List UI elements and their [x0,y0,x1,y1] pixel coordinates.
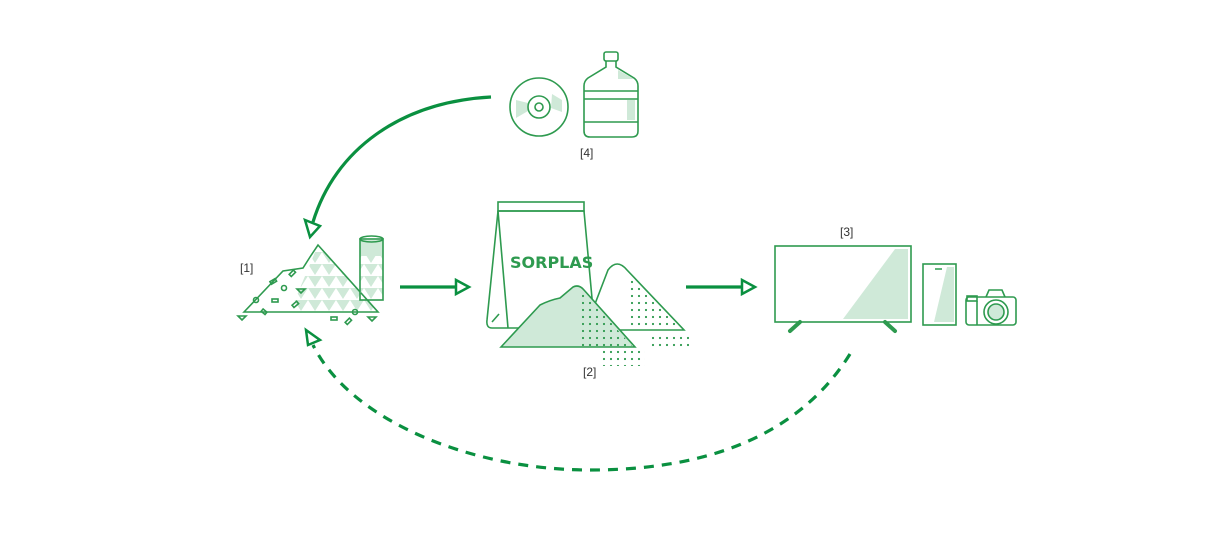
arrowhead-icon [304,327,323,347]
smartphone-icon [922,263,957,326]
sorplas-bag-icon: SORPLAS [486,201,595,329]
pellet-canister-icon [359,235,384,301]
label-products: [3] [840,225,853,239]
return-arrow-from-waste [303,95,492,240]
tv-icon [774,245,912,333]
white-pellet-pile-icon [583,263,692,349]
camera-icon [965,289,1017,326]
label-raw-material: [1] [240,261,253,275]
bag-brand-text: SORPLAS [510,253,593,272]
water-bottle-icon [583,51,639,138]
arrow-material-to-sorplas [400,277,472,297]
arrowhead-icon [740,277,758,297]
label-waste-sources: [4] [580,146,593,160]
arrowhead-icon [303,217,323,240]
disc-icon [509,77,569,137]
arrowhead-icon [454,277,472,297]
label-sorplas: [2] [583,365,596,379]
plastic-waste-pile-icon [236,243,380,326]
arrow-sorplas-to-products [686,277,758,297]
green-pellet-pile-icon [499,285,645,366]
dashed-return-arrow-from-products [304,327,852,472]
